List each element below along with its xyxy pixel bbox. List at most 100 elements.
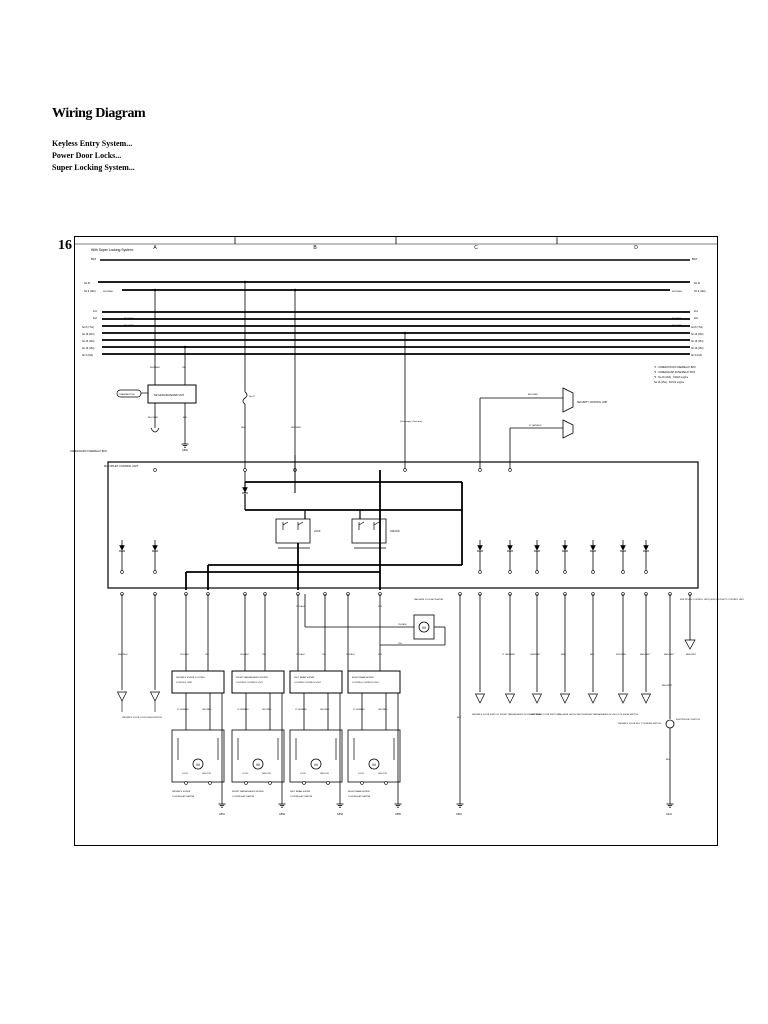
column-letter: C	[474, 245, 478, 251]
fuse-label: No.8 (7.5A)	[691, 326, 703, 329]
wire-label: YEL	[262, 654, 267, 656]
wire-label: YEL	[378, 654, 383, 656]
switch-label: LEFT REAR DOOR SWITCH	[530, 713, 559, 716]
ground-label: G502	[182, 449, 189, 452]
fuse-label: No.15 (15A)	[82, 340, 95, 343]
note-text: *3 : No.16 (20A) : K20A3 engine	[654, 376, 689, 379]
mcu-reference-label: MULTIPLEX CONTROL UNIT (SUB) SECURITY CO…	[680, 599, 745, 601]
connector-arrow-icon	[531, 693, 543, 704]
connector-terminal	[302, 781, 306, 785]
wire-label: YEL/BLK	[398, 624, 407, 626]
wire-label: YEL/BLK	[240, 654, 249, 656]
wire-label: BLK	[666, 759, 671, 761]
fuse-icon	[242, 391, 248, 405]
fuse-label: No.16 (15A)	[82, 347, 95, 350]
bus-label: BAT	[692, 257, 698, 261]
diode-icon	[242, 487, 248, 493]
note-text: No.16 (15A) : D17A2 engine	[654, 381, 685, 384]
ground-label: G552	[279, 813, 286, 816]
fuse-label: IG1	[93, 310, 98, 313]
diode-icon	[643, 545, 649, 551]
connector-arrow-icon	[640, 693, 652, 704]
connector-arrow-icon	[684, 639, 696, 650]
transmitter-label: TRANSMITTER	[119, 393, 135, 396]
motor-icon	[192, 758, 204, 770]
actuator-label: RIGHT REAR SUPER	[348, 790, 370, 793]
connector-terminal	[244, 781, 248, 785]
wire-label: RED	[561, 654, 566, 656]
super-locking-actuator	[347, 729, 401, 783]
switch-label: DRIVER'S DOOR SWITCH	[472, 714, 499, 716]
wire-label: (Passenger's fuse box)	[400, 420, 423, 423]
fuse-label: No.9 (10A)	[84, 290, 96, 293]
actuator-unlock-label: UNLOCK	[378, 773, 388, 775]
motor-symbol: M	[196, 762, 199, 767]
unlock-relay	[351, 518, 387, 544]
connector-arrow-icon	[504, 693, 516, 704]
fuse-label: IG1	[694, 310, 699, 313]
security-control-label: SECURITY CONTROL UNIT	[577, 401, 608, 404]
actuator-unlock-label: UNLOCK	[202, 773, 212, 775]
actuator-lock-label: LOCK	[358, 773, 364, 775]
security-connector-icon	[562, 387, 574, 413]
diode-icon	[477, 545, 483, 551]
connector-terminal	[535, 570, 539, 574]
diode-icon	[562, 545, 568, 551]
super-locking-unit-label: LOCKING CONTROL UNIT	[294, 682, 321, 684]
note-text: *1 : UNDER-HOOD FUSE/RELAY BOX	[654, 366, 696, 369]
connector-terminal	[621, 570, 625, 574]
ground-label: G591	[456, 813, 463, 816]
fuse-label: No.16 (20A)	[82, 333, 95, 336]
antenna-icon	[150, 427, 160, 433]
wire-label: RED/WHT	[662, 685, 673, 687]
switch-label: FRONT PASSENGER'S DOOR LOCK KNOB SWITCH	[585, 713, 639, 716]
actuator-unlock-label: UNLOCK	[320, 773, 330, 775]
super-locking-unit-label: RIGHT REAR SUPER	[352, 676, 374, 679]
diode-icon	[620, 545, 626, 551]
wire-label: YEL	[182, 367, 187, 369]
wire-label: WHT/BLK	[118, 654, 128, 656]
motor-symbol: M	[256, 762, 259, 767]
fuse-label: IG2	[694, 317, 699, 320]
fuse-label: No.31	[249, 396, 256, 398]
fuse-box-label: UNDER-DASH FUSE/RELAY BOX	[70, 450, 107, 453]
actuator-lock-label: LOCK	[300, 773, 306, 775]
diode-icon	[534, 545, 540, 551]
junction-dot	[403, 331, 407, 335]
actuator-label: LOCKING ACTUATOR	[232, 795, 255, 798]
wire-label: GRN/WHT	[530, 654, 541, 656]
fuse-label: No.31	[84, 282, 91, 285]
actuator-label: FRONT PASSENGER'S SUPER	[232, 790, 264, 793]
super-locking-control-unit	[171, 670, 225, 694]
wire-label: LT GRN/BLK	[177, 709, 190, 711]
actuator-label: LOCKING ACTUATOR	[172, 795, 195, 798]
motor-symbol: M	[372, 762, 375, 767]
connector-terminal	[403, 468, 407, 472]
multiplex-control-label: MULTIPLEX CONTROL UNIT	[104, 464, 139, 468]
connector-terminal	[153, 570, 157, 574]
ground-label: G401	[666, 813, 673, 816]
switch-label: TAILGATE LATCH SWITCH	[558, 713, 586, 716]
wire-label: RED/WHT	[640, 654, 651, 656]
wire-label: GRY/RED	[320, 709, 330, 711]
super-locking-control-unit	[347, 670, 401, 694]
diode-icon	[507, 545, 513, 551]
connector-arrow-icon	[149, 691, 161, 702]
fuse-label: No.31	[694, 282, 701, 285]
relay-contact-icon	[358, 521, 365, 526]
subtitle-power-door-locks: Power Door Locks...	[52, 151, 122, 160]
ground-label: G553	[337, 813, 344, 816]
wire-label: GRY/RED	[378, 709, 388, 711]
junction-dot	[293, 288, 297, 292]
connector-terminal	[326, 781, 330, 785]
connector-terminal	[508, 570, 512, 574]
super-locking-unit-label: LEFT REAR SUPER	[294, 676, 315, 679]
fuse-label: No.9 (10A)	[694, 290, 706, 293]
super-locking-actuator	[171, 729, 225, 783]
actuator-unlock-label: UNLOCK	[262, 773, 272, 775]
wire-label: WHT/RED	[672, 291, 683, 293]
connector-arrow-icon	[116, 691, 128, 702]
super-locking-control-unit	[231, 670, 285, 694]
subtitle-list: Keyless Entry System... Power Door Locks…	[52, 138, 145, 174]
connector-terminal	[184, 781, 188, 785]
